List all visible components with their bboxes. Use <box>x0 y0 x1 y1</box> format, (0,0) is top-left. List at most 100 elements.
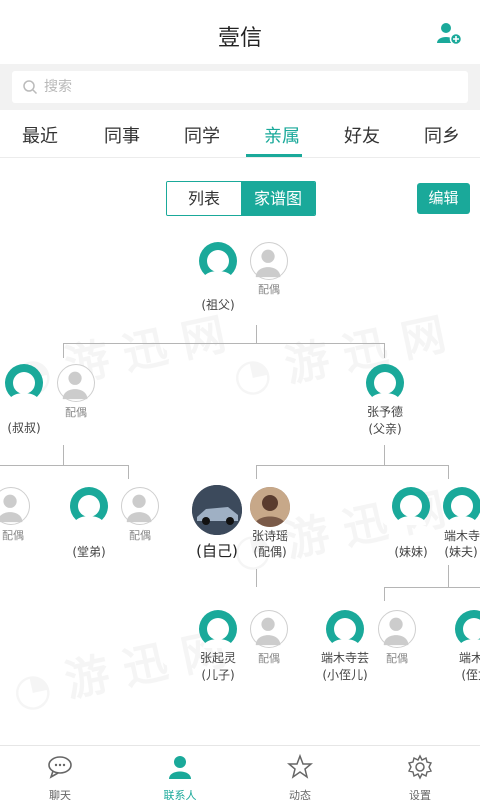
self-label: (自己) <box>196 542 238 560</box>
wife-role: (配偶) <box>253 545 287 559</box>
tree-connector <box>63 343 64 358</box>
nav-chat[interactable]: 聊天 <box>20 754 100 800</box>
brother-in-law-name: 端木寺明 <box>443 529 480 543</box>
tree-connector <box>384 343 385 358</box>
tab-classmates[interactable]: 同学 <box>184 126 220 147</box>
brother-in-law-role: (妹夫) <box>444 545 478 559</box>
niece-avatar[interactable] <box>455 610 480 648</box>
portrait-photo-icon <box>250 487 290 527</box>
cousin-spouse-label: 配偶 <box>2 529 24 542</box>
active-tab-indicator <box>246 154 302 157</box>
cousin-spouse2-label: 配偶 <box>129 529 151 542</box>
nephew-spouse-label: 配偶 <box>386 652 408 665</box>
tab-relatives[interactable]: 亲属 <box>264 126 300 147</box>
person-icon <box>62 371 88 400</box>
cousin-label: (堂弟) <box>72 545 106 559</box>
add-user-icon[interactable] <box>436 20 462 46</box>
tree-connector <box>384 445 385 465</box>
edit-button[interactable]: 编辑 <box>417 183 470 214</box>
grandma-avatar[interactable] <box>250 242 288 280</box>
chat-icon <box>48 756 72 779</box>
tree-connector <box>448 465 449 479</box>
grandpa-label: (祖父) <box>201 298 235 312</box>
tab-colleagues[interactable]: 同事 <box>104 126 140 147</box>
nav-settings-label: 设置 <box>409 789 431 800</box>
search-bar <box>0 64 480 110</box>
star-icon <box>286 753 314 779</box>
contacts-icon <box>169 756 191 779</box>
tab-recent[interactable]: 最近 <box>22 126 58 147</box>
cousin-spouse-avatar[interactable] <box>0 487 30 525</box>
nephew-avatar[interactable] <box>326 610 364 648</box>
aunt-label: 配偶 <box>65 406 87 419</box>
sister-label: (妹妹) <box>394 545 428 559</box>
person-icon <box>370 372 400 402</box>
grandma-label: 配偶 <box>258 283 280 296</box>
person-icon <box>74 495 104 525</box>
father-name: 张予德 <box>366 405 403 419</box>
uncle-label: (叔叔) <box>7 421 41 435</box>
settings-icon <box>407 754 433 780</box>
tree-connector <box>384 587 385 601</box>
nav-settings[interactable]: 设置 <box>380 754 460 800</box>
niece-name: 端木萧 <box>458 651 480 665</box>
aunt-avatar[interactable] <box>57 364 95 402</box>
tree-connector <box>128 465 129 479</box>
list-view-button[interactable]: 列表 <box>167 182 241 215</box>
person-icon <box>383 617 409 646</box>
self-avatar[interactable] <box>192 485 242 535</box>
person-icon <box>330 618 360 648</box>
tree-connector <box>256 569 257 587</box>
wife-name: 张诗瑶 <box>251 529 288 543</box>
person-icon <box>203 618 233 648</box>
search-icon <box>23 80 38 95</box>
relation-tabs: 最近 同事 同学 亲属 好友 同乡 <box>0 110 480 158</box>
tree-connector <box>256 465 257 479</box>
father-avatar[interactable] <box>366 364 404 402</box>
tree-connector <box>63 445 64 465</box>
tree-connector <box>448 565 449 587</box>
search-box[interactable] <box>12 71 468 103</box>
tab-hometown[interactable]: 同乡 <box>424 126 460 147</box>
car-photo-icon <box>192 485 242 535</box>
search-input[interactable] <box>44 71 444 103</box>
brother-in-law-avatar[interactable] <box>443 487 480 525</box>
wife-avatar[interactable] <box>250 487 290 527</box>
nav-chat-label: 聊天 <box>49 789 71 800</box>
sister-avatar[interactable] <box>392 487 430 525</box>
person-icon <box>255 249 281 278</box>
son-avatar[interactable] <box>199 610 237 648</box>
nav-moments[interactable]: 动态 <box>260 753 340 800</box>
son-spouse-label: 配偶 <box>258 652 280 665</box>
nav-contacts[interactable]: 联系人 <box>140 754 220 800</box>
cousin-avatar[interactable] <box>70 487 108 525</box>
nephew-role: (小侄儿) <box>322 668 368 682</box>
person-icon <box>255 617 281 646</box>
son-name: 张起灵 <box>199 651 236 665</box>
watermark-logo: ◔ 游 迅 网 <box>226 298 451 406</box>
nav-contacts-label: 联系人 <box>163 789 197 800</box>
view-toggle: 列表 家谱图 <box>166 181 316 216</box>
person-icon <box>396 495 426 525</box>
niece-role: (侄女) <box>461 668 480 682</box>
tree-view-button[interactable]: 家谱图 <box>241 182 315 215</box>
cousin-spouse2-avatar[interactable] <box>121 487 159 525</box>
tab-friends[interactable]: 好友 <box>344 126 380 147</box>
father-role: (父亲) <box>368 422 402 436</box>
son-spouse-avatar[interactable] <box>250 610 288 648</box>
person-icon <box>447 495 477 525</box>
uncle-avatar[interactable] <box>5 364 43 402</box>
son-role: (儿子) <box>201 668 235 682</box>
nephew-name: 端木寺芸 <box>320 651 369 665</box>
bottom-navigation: 聊天 联系人 动态 设置 <box>0 745 480 800</box>
person-icon <box>126 494 152 523</box>
person-icon <box>459 618 480 648</box>
tree-connector <box>384 587 480 588</box>
nephew-spouse-avatar[interactable] <box>378 610 416 648</box>
person-icon <box>0 494 23 523</box>
grandpa-avatar[interactable] <box>199 242 237 280</box>
tree-connector <box>256 465 449 466</box>
nav-moments-label: 动态 <box>289 789 311 800</box>
person-icon <box>203 250 233 280</box>
page-title: 壹信 <box>217 26 262 51</box>
